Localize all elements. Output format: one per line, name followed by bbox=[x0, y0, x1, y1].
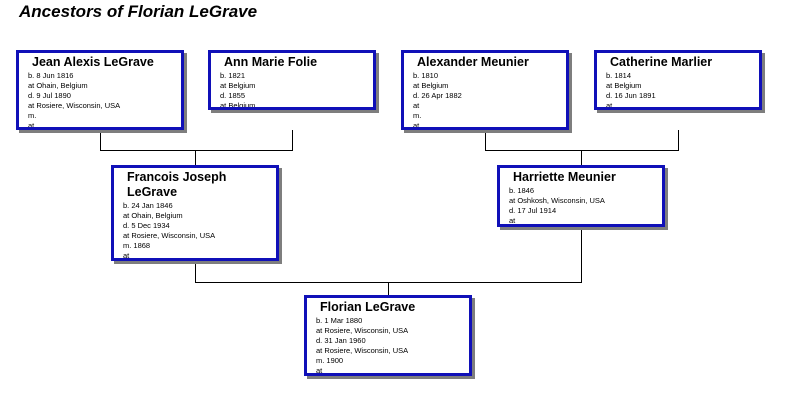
person-box-catherine-marlier[interactable]: Catherine Marlier b. 1814 at Belgium d. … bbox=[594, 50, 762, 110]
death-place: at Rosiere, Wisconsin, USA bbox=[123, 231, 216, 240]
birth-date: b. 1814 bbox=[606, 71, 632, 80]
death-place: at Belgium bbox=[220, 101, 256, 110]
person-name: Catherine Marlier bbox=[610, 55, 713, 69]
person-name: Florian LeGrave bbox=[320, 300, 416, 314]
death-place: at Rosiere, Wisconsin, USA bbox=[28, 101, 121, 110]
birth-date: b. 8 Jun 1816 bbox=[28, 71, 74, 80]
person-name: Jean Alexis LeGrave bbox=[32, 55, 154, 69]
death-place: at bbox=[509, 216, 516, 225]
person-name-line2: LeGrave bbox=[127, 185, 178, 199]
person-name: Ann Marie Folie bbox=[224, 55, 318, 69]
death-date: d. 26 Apr 1882 bbox=[413, 91, 462, 100]
marriage-place: at bbox=[413, 121, 420, 130]
person-box-ann-marie-folie[interactable]: Ann Marie Folie b. 1821 at Belgium d. 18… bbox=[208, 50, 376, 110]
birth-place: at Belgium bbox=[606, 81, 642, 90]
marriage-place: at bbox=[28, 121, 35, 130]
person-box-harriette-meunier[interactable]: Harriette Meunier b. 1846 at Oshkosh, Wi… bbox=[497, 165, 665, 227]
death-date: d. 9 Jul 1890 bbox=[28, 91, 71, 100]
marriage-date: m. bbox=[28, 111, 37, 120]
marriage-date: m. 1900 bbox=[316, 356, 344, 365]
person-box-francois-joseph-legrave[interactable]: Francois Joseph LeGrave b. 24 Jan 1846 a… bbox=[111, 165, 279, 261]
person-box-jean-alexis-legrave[interactable]: Jean Alexis LeGrave b. 8 Jun 1816 at Oha… bbox=[16, 50, 184, 130]
person-box-alexander-meunier[interactable]: Alexander Meunier b. 1810 at Belgium d. … bbox=[401, 50, 569, 130]
birth-date: b. 1810 bbox=[413, 71, 439, 80]
birth-place: at Belgium bbox=[413, 81, 449, 90]
person-box-florian-legrave[interactable]: Florian LeGrave b. 1 Mar 1880 at Rosiere… bbox=[304, 295, 472, 376]
birth-place: at Ohain, Belgium bbox=[28, 81, 88, 90]
death-date: d. 1855 bbox=[220, 91, 246, 100]
death-place: at bbox=[606, 101, 613, 110]
death-place: at Rosiere, Wisconsin, USA bbox=[316, 346, 409, 355]
birth-place: at Belgium bbox=[220, 81, 256, 90]
death-date: d. 31 Jan 1960 bbox=[316, 336, 366, 345]
person-name: Harriette Meunier bbox=[513, 170, 616, 184]
marriage-place: at bbox=[316, 366, 323, 375]
birth-place: at Rosiere, Wisconsin, USA bbox=[316, 326, 409, 335]
death-date: d. 16 Jun 1891 bbox=[606, 91, 656, 100]
marriage-date: m. bbox=[413, 111, 422, 120]
death-date: d. 17 Jul 1914 bbox=[509, 206, 557, 215]
death-place: at bbox=[413, 101, 420, 110]
death-date: d. 5 Dec 1934 bbox=[123, 221, 170, 230]
birth-place: at Ohain, Belgium bbox=[123, 211, 183, 220]
marriage-date: m. 1868 bbox=[123, 241, 151, 250]
person-name-line1: Francois Joseph bbox=[127, 170, 227, 184]
chart-title: Ancestors of Florian LeGrave bbox=[19, 2, 258, 21]
birth-date: b. 1821 bbox=[220, 71, 246, 80]
connector-jean-ann bbox=[100, 130, 293, 151]
person-name: Alexander Meunier bbox=[417, 55, 529, 69]
birth-date: b. 24 Jan 1846 bbox=[123, 201, 173, 210]
marriage-place: at bbox=[123, 251, 130, 260]
birth-date: b. 1846 bbox=[509, 186, 535, 195]
birth-date: b. 1 Mar 1880 bbox=[316, 316, 363, 325]
connector-alexander-catherine bbox=[485, 130, 679, 151]
birth-place: at Oshkosh, Wisconsin, USA bbox=[509, 196, 605, 205]
